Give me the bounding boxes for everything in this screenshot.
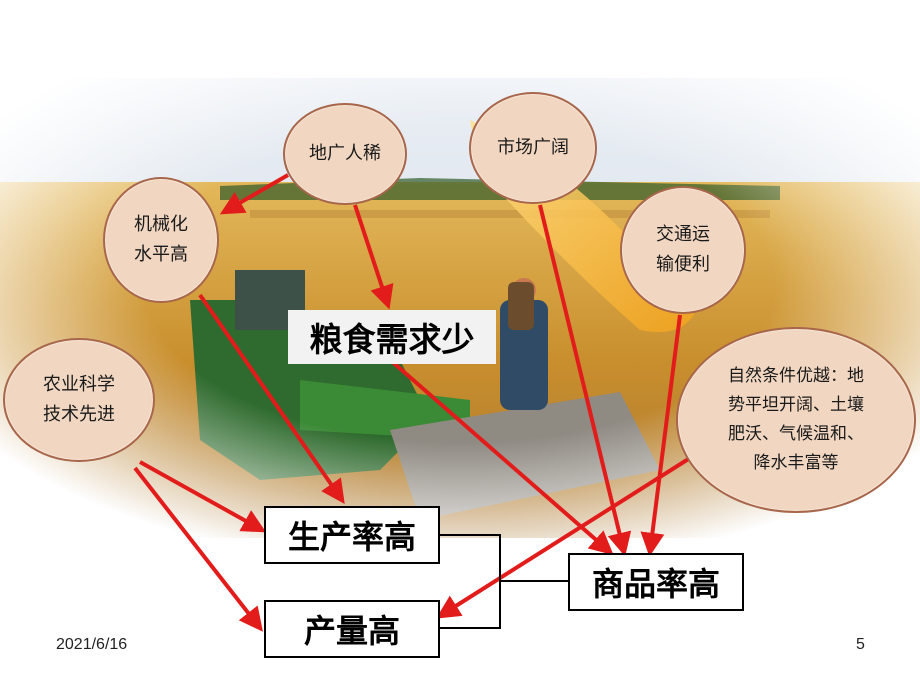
box-high-productivity: 生产率高 xyxy=(264,506,440,564)
box-high-output: 产量高 xyxy=(264,600,440,658)
node-mechanization: 机械化 水平高 xyxy=(103,177,219,303)
node-land-abundant: 地广人稀 xyxy=(283,103,407,205)
node-natural-conditions: 自然条件优越：地 势平坦开阔、土壤 肥沃、气候温和、 降水丰富等 xyxy=(676,327,916,513)
node-transport: 交通运 输便利 xyxy=(620,186,746,314)
node-science: 农业科学 技术先进 xyxy=(3,338,155,462)
box-high-commodity-rate: 商品率高 xyxy=(568,553,744,611)
footer-date: 2021/6/16 xyxy=(56,636,128,653)
page-number: 5 xyxy=(856,636,865,653)
node-market-broad: 市场广阔 xyxy=(469,92,597,204)
box-low-grain-demand: 粮食需求少 xyxy=(288,310,496,364)
